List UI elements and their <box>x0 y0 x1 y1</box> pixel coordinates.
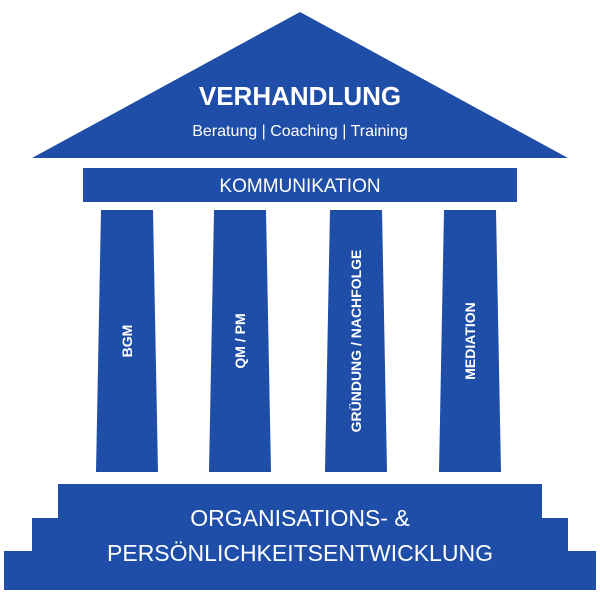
pillar-label-gruendung-nachfolge: GRÜNDUNG / NACHFOLGE <box>348 250 364 433</box>
base-steps <box>4 484 596 590</box>
pillar-qm-pm: QM / PM <box>209 210 271 472</box>
pillar-label-bgm: BGM <box>119 325 135 358</box>
pillar-shape <box>96 210 158 472</box>
roof-subtitle: Beratung | Coaching | Training <box>192 123 408 140</box>
pillar-gruendung-nachfolge: GRÜNDUNG / NACHFOLGE <box>325 210 387 472</box>
beam-label: KOMMUNIKATION <box>219 176 380 197</box>
base-label-line1: ORGANISATIONS- & <box>190 505 409 531</box>
pillar-bgm: BGM <box>96 210 158 472</box>
pillar-label-mediation: MEDIATION <box>462 302 478 380</box>
pillar-shape <box>325 210 387 472</box>
pillar-shape <box>439 210 501 472</box>
pillar-shape <box>209 210 271 472</box>
roof-title: VERHANDLUNG <box>199 81 401 111</box>
roof <box>32 12 568 158</box>
pillar-mediation: MEDIATION <box>439 210 501 472</box>
beam <box>83 168 517 202</box>
base-label-line2: PERSÖNLICHKEITSENTWICKLUNG <box>107 540 493 566</box>
pillar-label-qm-pm: QM / PM <box>232 313 248 368</box>
